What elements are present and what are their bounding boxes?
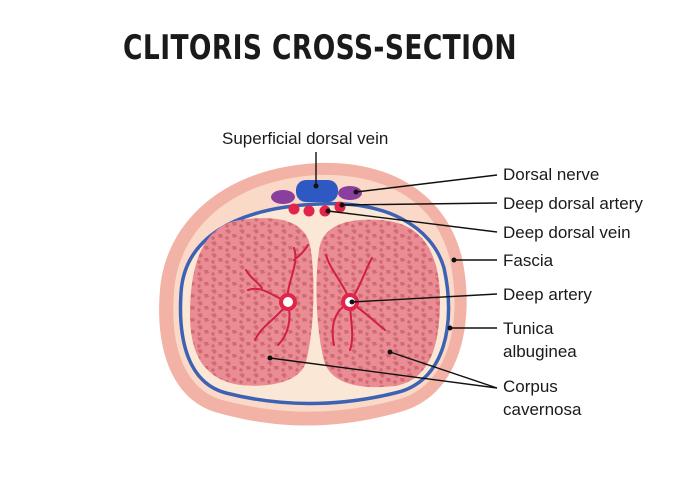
deep-dorsal-artery-1 [289, 204, 300, 215]
label-superficial-dorsal-vein: Superficial dorsal vein [222, 128, 388, 150]
label-tunica-line1: Tunica [503, 318, 553, 340]
label-deep-artery: Deep artery [503, 284, 592, 306]
deep-artery-left-lumen [281, 295, 295, 309]
label-fascia: Fascia [503, 250, 553, 272]
deep-dorsal-artery-3 [335, 202, 346, 213]
dorsal-nerve-right [338, 186, 362, 200]
label-corpus-line1: Corpus [503, 376, 558, 398]
label-corpus-line2: cavernosa [503, 399, 581, 421]
label-dorsal-nerve: Dorsal nerve [503, 164, 599, 186]
label-deep-dorsal-vein: Deep dorsal vein [503, 222, 631, 244]
dorsal-nerve-left [271, 190, 295, 204]
label-tunica-line2: albuginea [503, 341, 577, 363]
deep-dorsal-artery-2 [304, 206, 315, 217]
superficial-dorsal-vein [296, 180, 338, 202]
label-deep-dorsal-artery: Deep dorsal artery [503, 193, 643, 215]
